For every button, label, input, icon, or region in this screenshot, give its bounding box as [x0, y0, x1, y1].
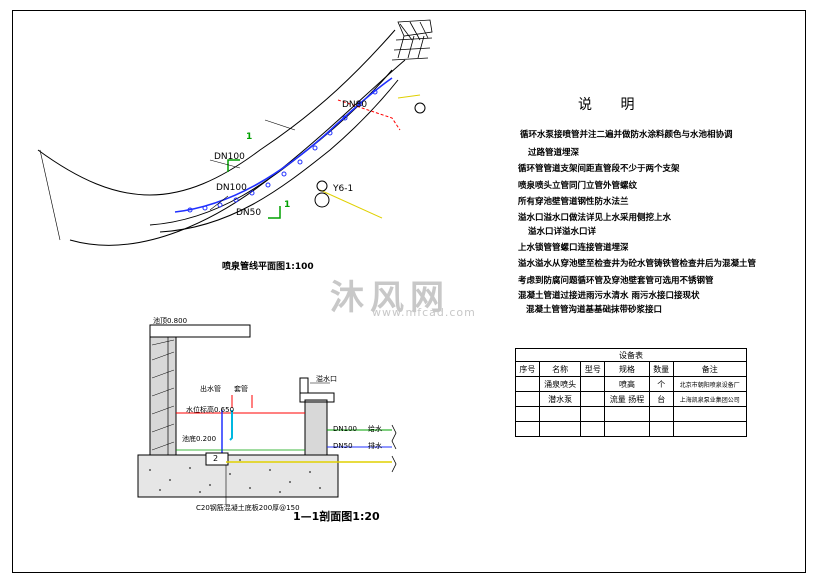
note-item: 混凝土管管沟道基基础抹带砂浆接口 [526, 305, 663, 315]
section-mark-1a: 1 [246, 132, 253, 142]
note-item: 考虑到防腐问题循环管及穿池壁套管可选用不锈钢管 [518, 276, 714, 286]
note-item: 上水锁管管螺口连接管道埋深 [518, 243, 629, 253]
valve-symbol [314, 192, 330, 208]
table-cell [648, 406, 674, 422]
drawing-frame [12, 10, 806, 573]
plan-label-dn80: DN80 [342, 100, 368, 110]
table-row [515, 406, 748, 422]
table-header: 规格 [604, 361, 650, 377]
table-row [515, 421, 748, 437]
table-header-row: 序号 名称 型号 规格 数量 备注 [515, 361, 748, 377]
section-pipe-note: C20钢筋混凝土底板200厚@150 [196, 504, 300, 512]
section-overflow: 溢水口 [316, 375, 337, 383]
table-header: 型号 [580, 361, 606, 377]
plan-label-dn100-b: DN100 [216, 183, 247, 193]
section-bottom: 池底0.200 [182, 435, 217, 443]
table-cell [580, 376, 606, 392]
note-item: 溢水口详溢水口详 [528, 227, 597, 237]
section-water-level: 水位标高0.650 [186, 406, 235, 414]
table-cell: 个 [648, 376, 674, 392]
equipment-table: 设备表 序号 名称 型号 规格 数量 备注 涌泉喷头 喷高 个 北京市朝阳喷泉设… [515, 348, 748, 437]
table-cell [604, 406, 650, 422]
section-mark-a [227, 159, 240, 172]
right-wall [304, 399, 328, 456]
notes-title: 说 明 [578, 97, 647, 113]
section-dn50: DN50 [333, 442, 353, 450]
note-item: 循环管管道支架间距直管段不少于两个支架 [518, 164, 680, 174]
section-mark-1b: 1 [284, 200, 291, 210]
table-cell [580, 421, 606, 437]
note-item: 所有穿池壁管道钢性防水法兰 [518, 197, 629, 207]
table-cell [515, 406, 540, 422]
table-cell [515, 421, 540, 437]
table-header: 名称 [538, 361, 582, 377]
note-item: 溢水溢水从穿池壁至检查井为砼水管铸铁管检查井后为混凝土管 [518, 259, 757, 269]
table-cell [538, 421, 582, 437]
table-cell: 涌泉喷头 [538, 376, 582, 392]
table-row: 潜水泵 流量 扬程 台 上海凯泉泵业集团公司 [515, 391, 748, 407]
section-pipe-up: 出水管 [200, 385, 221, 393]
table-cell: 上海凯泉泵业集团公司 [672, 391, 748, 407]
pump-body [205, 452, 229, 466]
section-drain: 排水 [368, 442, 382, 450]
supply-pipe [174, 77, 393, 213]
table-cell: 喷高 [604, 376, 650, 392]
section-supply: 给水 [368, 425, 382, 433]
table-header: 备注 [672, 361, 748, 377]
watermark-text: 沐风网 [330, 278, 450, 318]
table-cell [672, 421, 748, 437]
table-cell: 台 [648, 391, 674, 407]
table-header: 序号 [515, 361, 540, 377]
plan-label-dn50: DN50 [236, 208, 262, 218]
section-top-elev: 池顶0.800 [153, 317, 188, 325]
table-cell [538, 406, 582, 422]
section-dn100: DN100 [333, 425, 357, 433]
table-cell: 北京市朝阳喷泉设备厂 [672, 376, 748, 392]
note-item: 溢水口溢水口做法详见上水采用侧挖上水 [518, 213, 672, 223]
watermark-url: www.mfcad.com [372, 306, 476, 319]
section-mark-b [268, 206, 281, 219]
section-caption: 1—1剖面图1:20 [293, 510, 380, 523]
note-item: 循环水泵接喷管并注二遍并做防水涂料颜色与水池相协调 [520, 130, 733, 140]
section-sleeve: 套管 [234, 385, 248, 393]
equipment-table-title: 设备表 [515, 348, 747, 362]
pump-label: 2 [213, 454, 219, 463]
note-item: 混凝土管道过接进雨污水清水 雨污水接口接现状 [518, 291, 700, 301]
table-cell [515, 376, 540, 392]
table-cell: 潜水泵 [538, 391, 582, 407]
plan-label-dn100-a: DN100 [214, 152, 245, 162]
table-cell: 流量 扬程 [604, 391, 650, 407]
table-cell [604, 421, 650, 437]
table-cell [672, 406, 748, 422]
table-cell [648, 421, 674, 437]
table-cell [580, 391, 606, 407]
pool-outer-edge [37, 29, 396, 196]
plan-label-y6: Y6-1 [333, 184, 354, 194]
plan-caption: 喷泉管线平面图1:100 [222, 262, 314, 272]
note-item: 喷泉喷头立管同门立管外管螺纹 [518, 181, 638, 191]
table-row: 涌泉喷头 喷高 个 北京市朝阳喷泉设备厂 [515, 376, 748, 392]
note-item: 过路管道埋深 [528, 148, 580, 158]
table-cell [515, 391, 540, 407]
left-wall [149, 336, 177, 456]
table-header: 数量 [648, 361, 674, 377]
rock-hatch-top [391, 19, 433, 61]
table-cell [580, 406, 606, 422]
